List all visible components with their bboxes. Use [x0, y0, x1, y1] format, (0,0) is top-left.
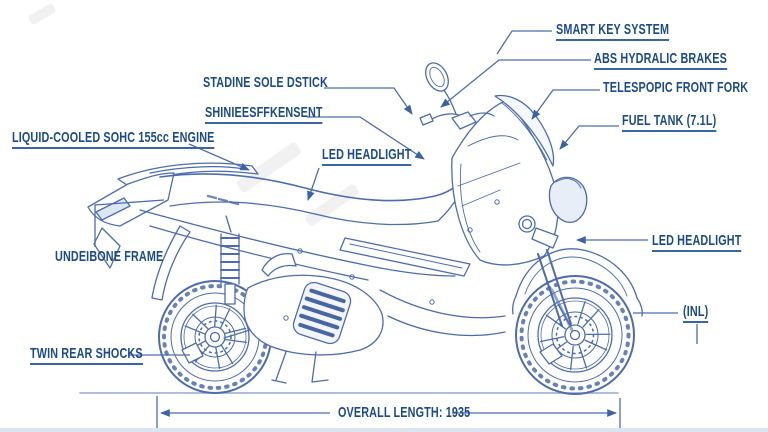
label-smart-key-system: SMART KEY SYSTEM: [556, 22, 670, 41]
label-overall-length: OVERALL LENGTH: 1935: [338, 404, 471, 421]
dimension-lines: [156, 396, 621, 430]
label-fuel-tank: FUEL TANK (7.1L): [622, 113, 717, 132]
label-headlight-right: LED HEADLIGHT: [652, 233, 742, 252]
engine-grille: [292, 281, 352, 345]
leader-frame: [94, 199, 165, 247]
brake-lever: [469, 112, 495, 117]
label-underbone-frame: UNDEIBONE FRAME: [55, 248, 164, 265]
label-front-fork: TELESPOPIC FRONT FORK: [603, 79, 749, 96]
leader-garbled-mid: [307, 116, 425, 160]
leader-headlight-mid: [307, 167, 320, 201]
rear-shock: [220, 215, 240, 305]
air-intake: [261, 252, 297, 277]
center-stand: [311, 351, 329, 383]
front-fork: [537, 249, 574, 332]
handlebar-mirror: [419, 62, 495, 130]
front-brake-caliper: [539, 343, 563, 365]
label-abs-brakes: ABS HYDRALIC BRAKES: [594, 51, 727, 70]
label-headlight-mid: LED HEADLIGHT: [322, 147, 412, 166]
bolt-dots: [283, 199, 500, 321]
mirror: [425, 62, 449, 92]
leader-smart-key: [496, 30, 552, 55]
seat-and-body: [139, 165, 471, 281]
rear-brake-caliper: [181, 342, 204, 364]
grip: [419, 113, 434, 126]
emblem: [518, 215, 536, 233]
kick-stand: [271, 351, 287, 384]
leader-side-stick: [324, 87, 413, 115]
headlight-unit: [548, 176, 588, 223]
windshield: [494, 94, 555, 167]
label-engine: LIQUID-COOLED SOHC 155cc ENGINE: [12, 130, 215, 149]
front-fender: [511, 248, 643, 317]
label-inl: (INL): [683, 304, 709, 323]
leader-abs: [440, 59, 591, 108]
belly-panel: [379, 289, 506, 337]
leader-lines: [94, 30, 698, 356]
turn-signal: [531, 227, 559, 249]
label-rear-shocks: TWIN REAR SHOCKS: [30, 346, 143, 365]
floorboard: [339, 237, 471, 277]
tail-fin: [93, 227, 121, 269]
rear-fender: [151, 225, 191, 301]
tail-section: [87, 162, 259, 301]
engine-block: [223, 252, 384, 384]
front-wheel: [515, 275, 635, 395]
label-garbled-mid: SHINIEESFFKENSENT: [205, 105, 323, 124]
label-side-stick: STADINE SOLE DSTICK: [203, 74, 328, 91]
leader-front-fork: [531, 89, 600, 120]
front-cowl: [451, 99, 588, 266]
bottom-edge-strip: [0, 428, 768, 432]
leader-fuel-tank: [559, 125, 619, 150]
